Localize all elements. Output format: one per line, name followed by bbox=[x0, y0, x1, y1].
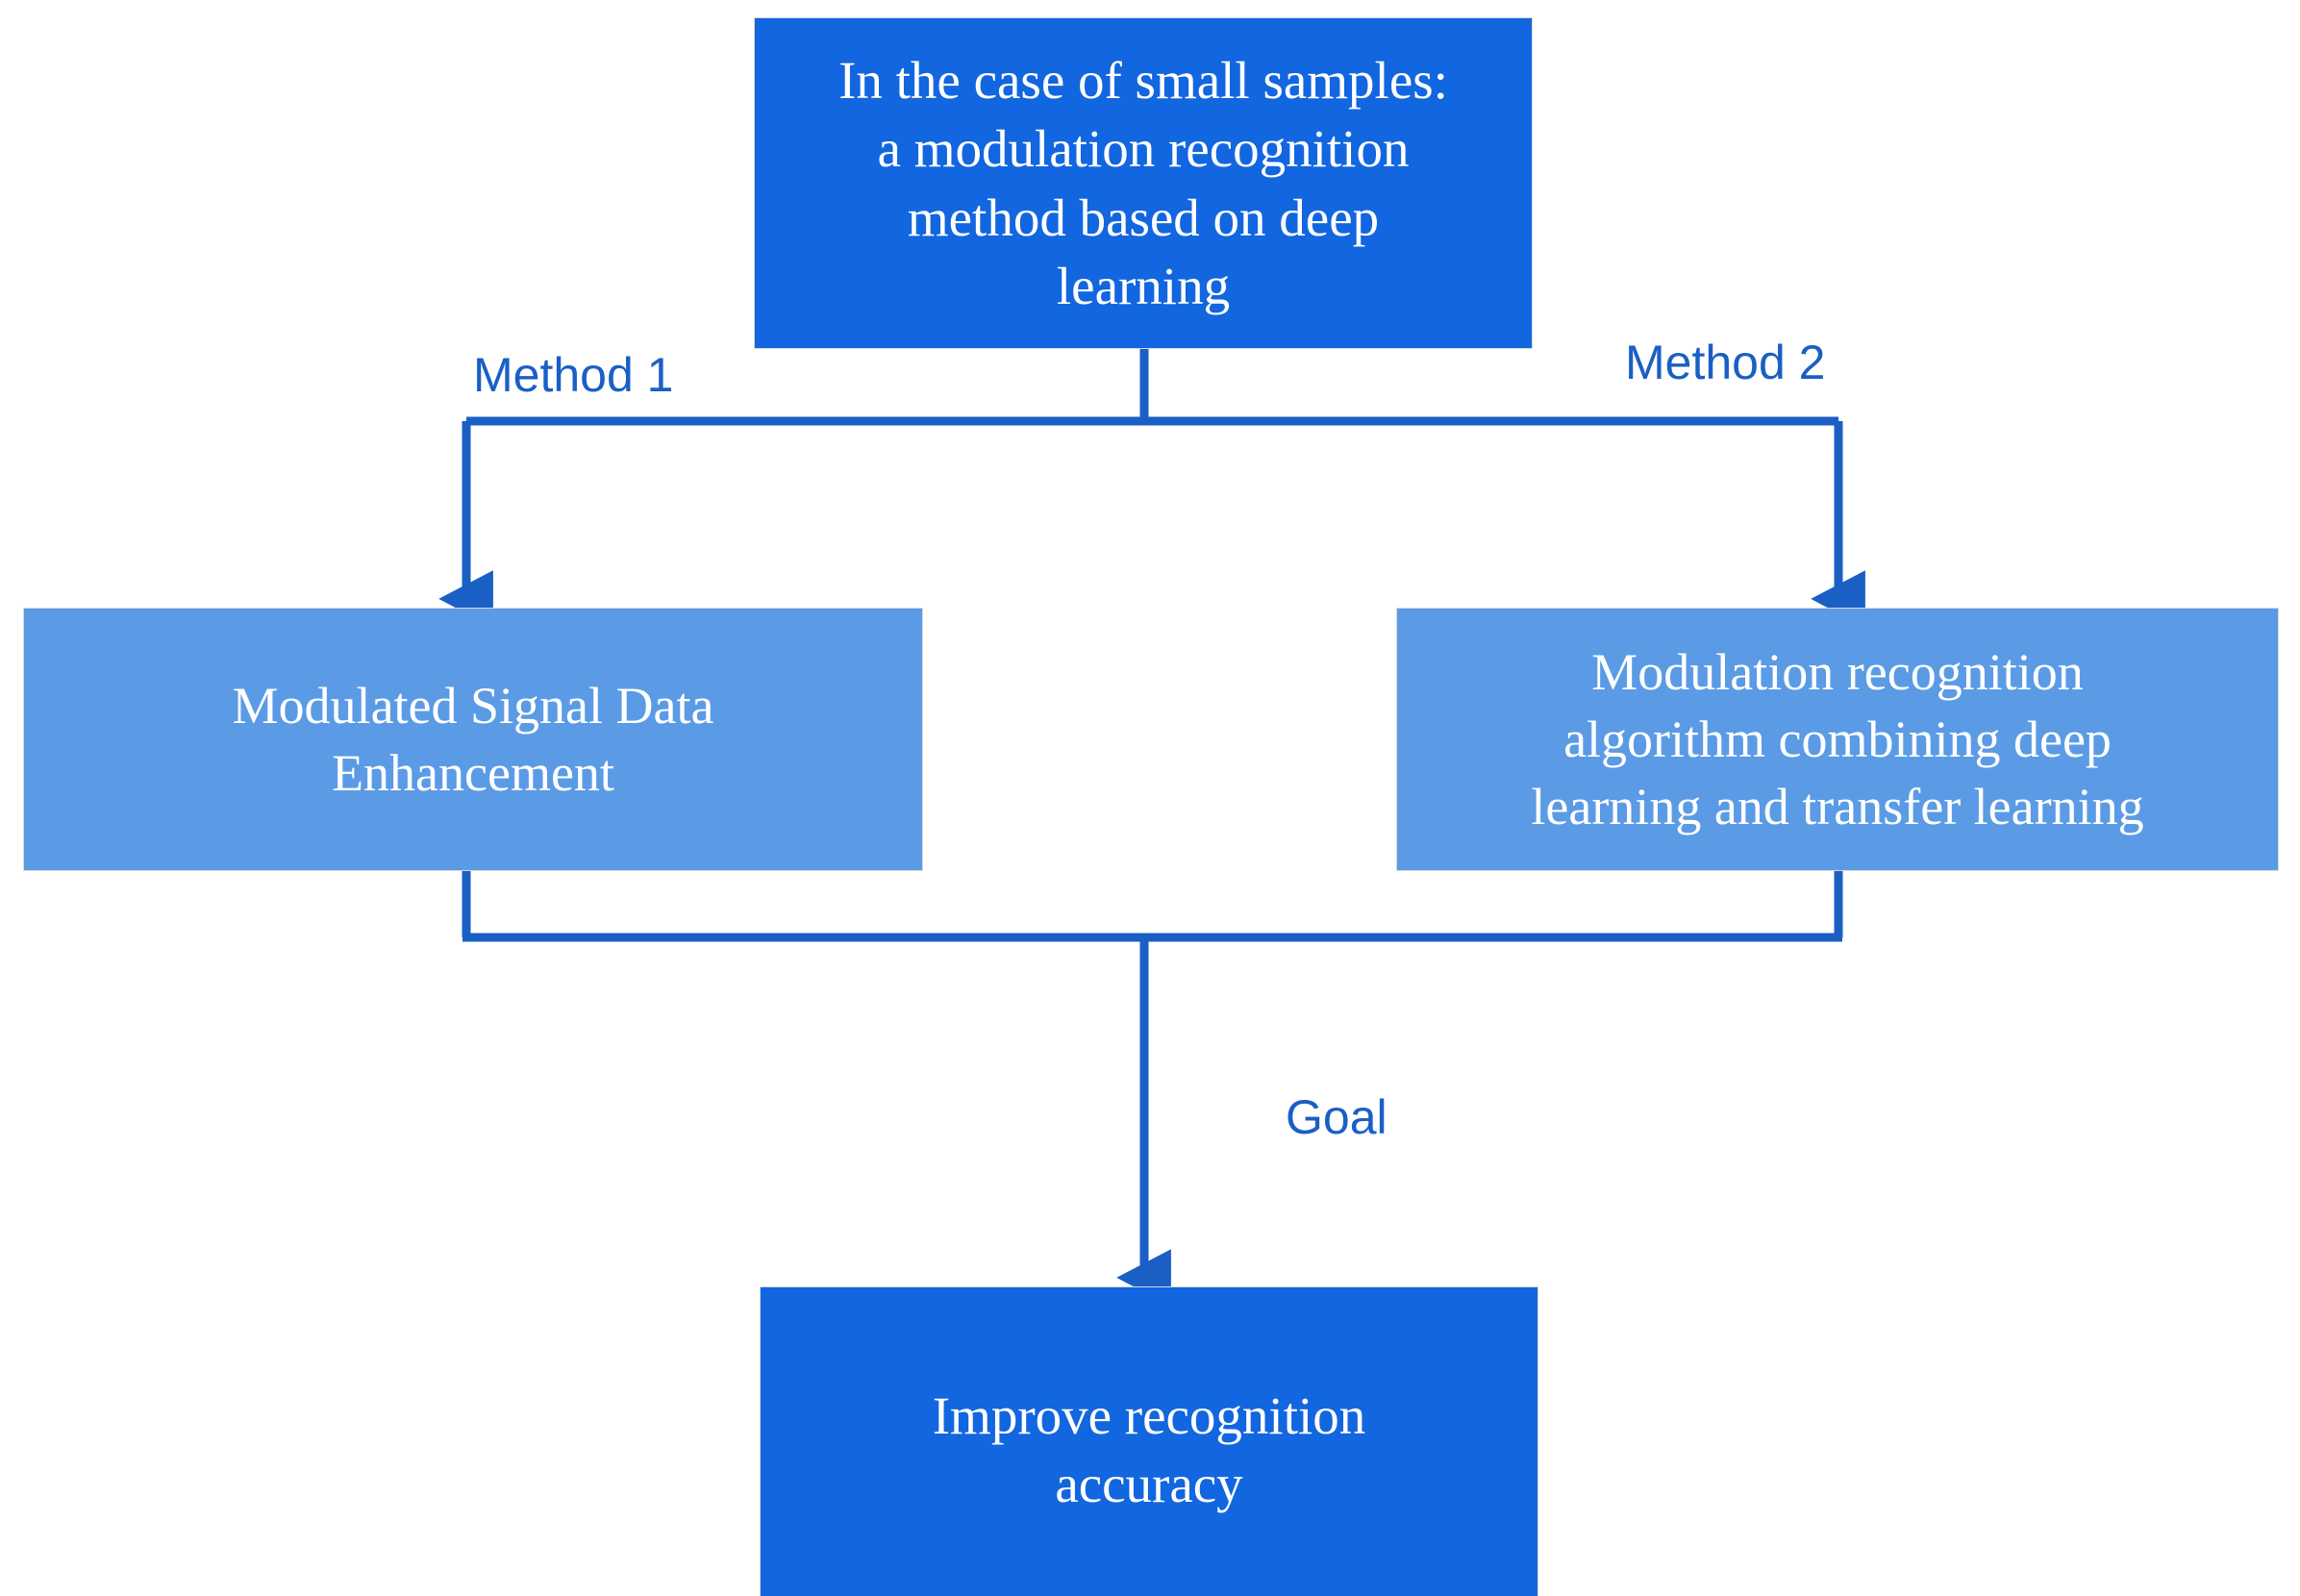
node-root-topic-label: In the case of small samples: a modulati… bbox=[838, 50, 1448, 316]
edge-label-method-2: Method 2 bbox=[1625, 336, 1826, 389]
node-goal-outcome-label: Improve recognition accuracy bbox=[932, 1385, 1366, 1514]
edge-label-goal: Goal bbox=[1286, 1090, 1388, 1144]
node-method-2[interactable]: Modulation recognition algorithm combini… bbox=[1396, 608, 2279, 871]
node-method-1[interactable]: Modulated Signal Data Enhancement bbox=[23, 608, 923, 871]
node-method-2-label: Modulation recognition algorithm combini… bbox=[1531, 642, 2144, 836]
node-goal-outcome[interactable]: Improve recognition accuracy bbox=[760, 1286, 1538, 1596]
node-root-topic[interactable]: In the case of small samples: a modulati… bbox=[754, 17, 1533, 349]
edge-label-method-1: Method 1 bbox=[473, 348, 674, 402]
node-method-1-label: Modulated Signal Data Enhancement bbox=[232, 676, 714, 802]
